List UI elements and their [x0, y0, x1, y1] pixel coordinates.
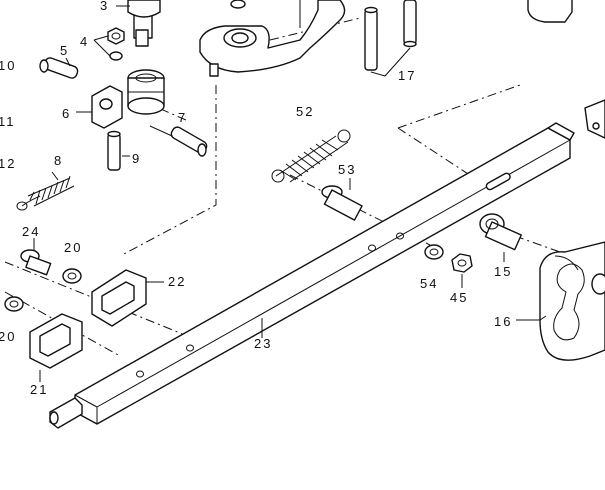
callout-45: 45 — [450, 290, 468, 305]
part-53-stud — [321, 178, 363, 221]
part-23-long-bar — [49, 122, 575, 429]
callout-20-upper: 20 — [64, 240, 82, 255]
part-54-washer — [424, 244, 444, 260]
callout-labels: 3 4 5 6 7 8 9 10 11 12 15 16 17 20 20 21… — [0, 0, 512, 397]
callout-21: 21 — [30, 382, 48, 397]
callout-54: 54 — [420, 276, 438, 291]
part-20-washer-lower — [4, 296, 24, 312]
callout-6: 6 — [62, 106, 71, 121]
callout-22: 22 — [168, 274, 186, 289]
callout-3: 3 — [100, 0, 109, 13]
callout-52: 52 — [296, 104, 314, 119]
upper-casting — [199, 0, 346, 77]
part-22-block — [91, 269, 164, 327]
part-3-shaft — [116, 0, 161, 47]
callout-24: 24 — [22, 224, 40, 239]
part-7-stud — [149, 125, 208, 157]
callout-10: 10 — [0, 58, 16, 73]
part-5-pin — [39, 57, 79, 79]
part-8-spring — [16, 175, 75, 211]
part-17-pins — [364, 0, 417, 77]
part-52-spring — [271, 129, 351, 183]
callout-5: 5 — [60, 43, 69, 58]
callout-16: 16 — [494, 314, 512, 329]
part-20-washer-upper — [62, 268, 82, 284]
upper-right-bracket — [527, 0, 605, 139]
part-4-nut-bushing — [93, 27, 165, 115]
part-45-nut — [451, 253, 473, 288]
callout-23: 23 — [254, 336, 272, 351]
part-15-shoulder-bolt — [479, 213, 522, 262]
callout-8: 8 — [54, 153, 63, 168]
callout-9: 9 — [132, 151, 141, 166]
part-24-shoulder-screw — [20, 238, 52, 276]
part-6-bracket — [76, 85, 123, 129]
part-9-pin — [107, 130, 130, 171]
callout-12: 12 — [0, 156, 16, 171]
callout-11: 11 — [0, 114, 16, 129]
part-21-block — [29, 313, 83, 382]
callout-15: 15 — [494, 264, 512, 279]
callout-4: 4 — [80, 34, 89, 49]
part-16-plate — [516, 241, 605, 361]
callout-7: 7 — [178, 110, 187, 125]
callout-53: 53 — [338, 162, 356, 177]
callout-20-lower: 20 — [0, 329, 16, 344]
callout-17: 17 — [398, 68, 416, 83]
